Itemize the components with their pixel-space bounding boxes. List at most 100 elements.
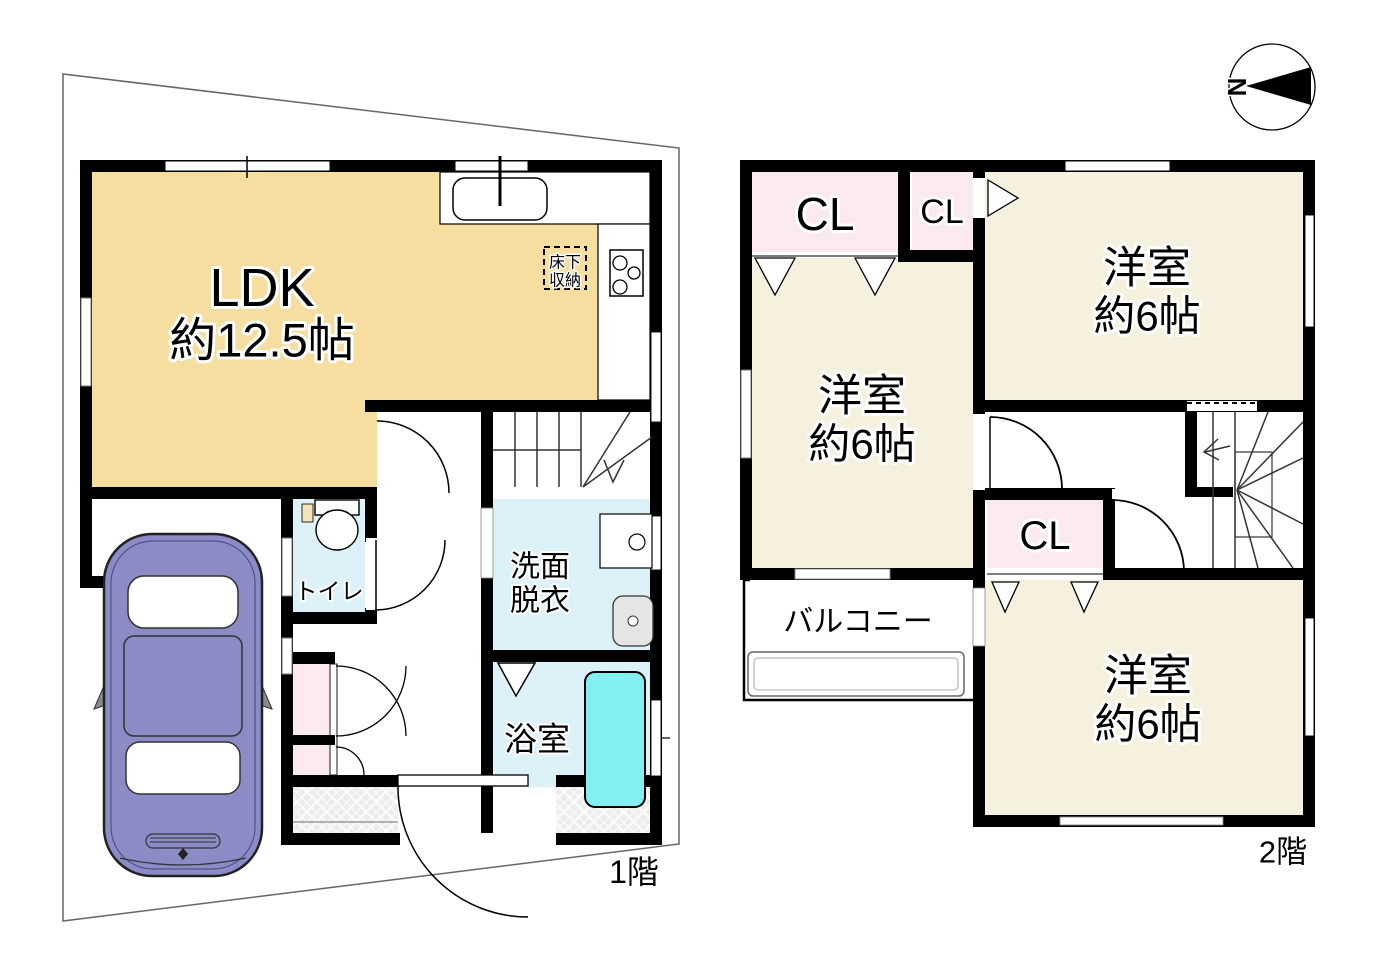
- stairs-2f: [1202, 411, 1304, 569]
- closet-middle-label: CL: [1019, 514, 1070, 558]
- wall-segment: [281, 652, 335, 664]
- toilet-paper-holder: [301, 503, 314, 523]
- wall-segment: [740, 160, 1315, 172]
- folding-door-marker: [753, 257, 797, 297]
- entrance-door-leaf: [397, 774, 529, 787]
- floor1-windows: [80, 156, 670, 777]
- wall-segment: [1103, 568, 1315, 580]
- car-badge: [178, 848, 188, 860]
- closet-fronts: [752, 178, 1103, 614]
- window: [740, 369, 752, 459]
- floor2-plan: CL CL CL 洋室 約6帖 洋室 約6帖 洋室 約6帖 バルコニー 2階: [740, 160, 1315, 872]
- bedroom-bottom-size: 約6帖: [1094, 701, 1201, 748]
- window: [80, 297, 92, 387]
- car-rear-window: [127, 575, 239, 629]
- window: [281, 537, 293, 597]
- toilet-label: トイレ: [295, 578, 364, 604]
- door-opening: [377, 488, 449, 498]
- window: [650, 331, 662, 423]
- burner: [612, 255, 628, 271]
- car-body-inner-line: [110, 540, 256, 870]
- room-ldk: [92, 172, 598, 487]
- wall-segment: [898, 250, 985, 262]
- room-bedroom-left: [752, 258, 973, 568]
- sanitary-fixtures: [301, 499, 654, 808]
- floor1-doors: [335, 420, 537, 918]
- closet-1f-front-panel: [329, 663, 338, 776]
- door-arc: [989, 416, 1063, 490]
- balcony-railing-outer: [747, 651, 965, 697]
- floor1-plan: LDK 約12.5帖 床下 収納 トイレ 洗面 脱衣 浴室 1階: [80, 156, 670, 918]
- bedroom-top-size: 約6帖: [1093, 293, 1200, 340]
- ldk-label: LDK: [209, 258, 314, 318]
- floor-storage-hatch: [543, 246, 587, 290]
- window: [1064, 160, 1171, 172]
- window: [650, 699, 662, 777]
- window: [794, 568, 891, 580]
- wall-segment: [1103, 488, 1115, 580]
- entrance-door-arc: [397, 786, 529, 918]
- wall-segment: [283, 833, 400, 845]
- washing-machine-drum: [628, 533, 646, 551]
- balcony-railing-inner: [753, 657, 959, 691]
- entrance-door-swing-area: [398, 787, 556, 833]
- bedroom-left-label: 洋室: [818, 372, 906, 421]
- floor2-windows: [740, 160, 1315, 826]
- closet-door-arc: [335, 665, 407, 737]
- bathtub: [584, 671, 646, 808]
- burner: [627, 266, 641, 280]
- closet-top-left-label: CL: [796, 188, 855, 240]
- closet-door-arc: [335, 746, 365, 776]
- compass-needle: [1246, 67, 1311, 105]
- closet-1f-upper: [293, 664, 330, 735]
- folding-door-marker: [1070, 581, 1100, 614]
- closet-top-right: [912, 172, 973, 252]
- kitchen-fixtures: [452, 156, 644, 297]
- bathroom-label: 浴室: [504, 721, 570, 758]
- stairs-1f: [493, 411, 653, 488]
- room-bedroom-top: [985, 172, 1303, 400]
- car-top-view: [93, 532, 273, 878]
- folding-door-marker: [991, 581, 1021, 614]
- door-arc: [376, 420, 450, 494]
- washroom-label-2: 脱衣: [510, 585, 570, 618]
- balcony-sliding-door: [972, 587, 986, 647]
- wall-segment: [481, 650, 662, 662]
- window: [281, 637, 293, 675]
- wall-segment: [281, 775, 400, 787]
- closet-1f-lower: [293, 745, 330, 775]
- washroom-label-1: 洗面: [510, 551, 570, 584]
- bath-folding-door: [496, 662, 537, 698]
- car-bumper-line: [119, 857, 247, 866]
- balcony-label: バルコニー: [783, 606, 932, 639]
- wall-segment: [365, 400, 662, 412]
- floor2-doors: [973, 414, 1185, 572]
- bedroom-top-label: 洋室: [1103, 244, 1191, 293]
- car-windshield: [125, 741, 241, 795]
- wash-basin-drain: [627, 615, 639, 627]
- stairs-direction-arrow: [603, 459, 625, 484]
- compass-n-label: N: [1222, 78, 1252, 97]
- closet-middle: [987, 500, 1103, 568]
- door-opening: [366, 538, 377, 610]
- toilet-bowl: [315, 509, 359, 551]
- car-roof: [123, 635, 243, 737]
- door-arc: [1111, 499, 1185, 572]
- wall-segment: [985, 400, 1315, 412]
- floor1-caption: 1階: [609, 854, 659, 890]
- wall-segment: [1185, 412, 1197, 497]
- door-arc: [374, 539, 446, 611]
- burner: [612, 279, 628, 295]
- wall-segment: [281, 612, 377, 624]
- compass: N: [1221, 43, 1316, 131]
- wall-segment: [556, 833, 662, 845]
- room-bedroom-bottom: [985, 580, 1303, 815]
- bedroom-left-size: 約6帖: [808, 421, 915, 468]
- wall-segment: [973, 160, 985, 412]
- closet-top-left: [752, 172, 898, 252]
- window: [1304, 214, 1315, 328]
- door-opening: [973, 414, 985, 490]
- wall-segment: [650, 160, 662, 845]
